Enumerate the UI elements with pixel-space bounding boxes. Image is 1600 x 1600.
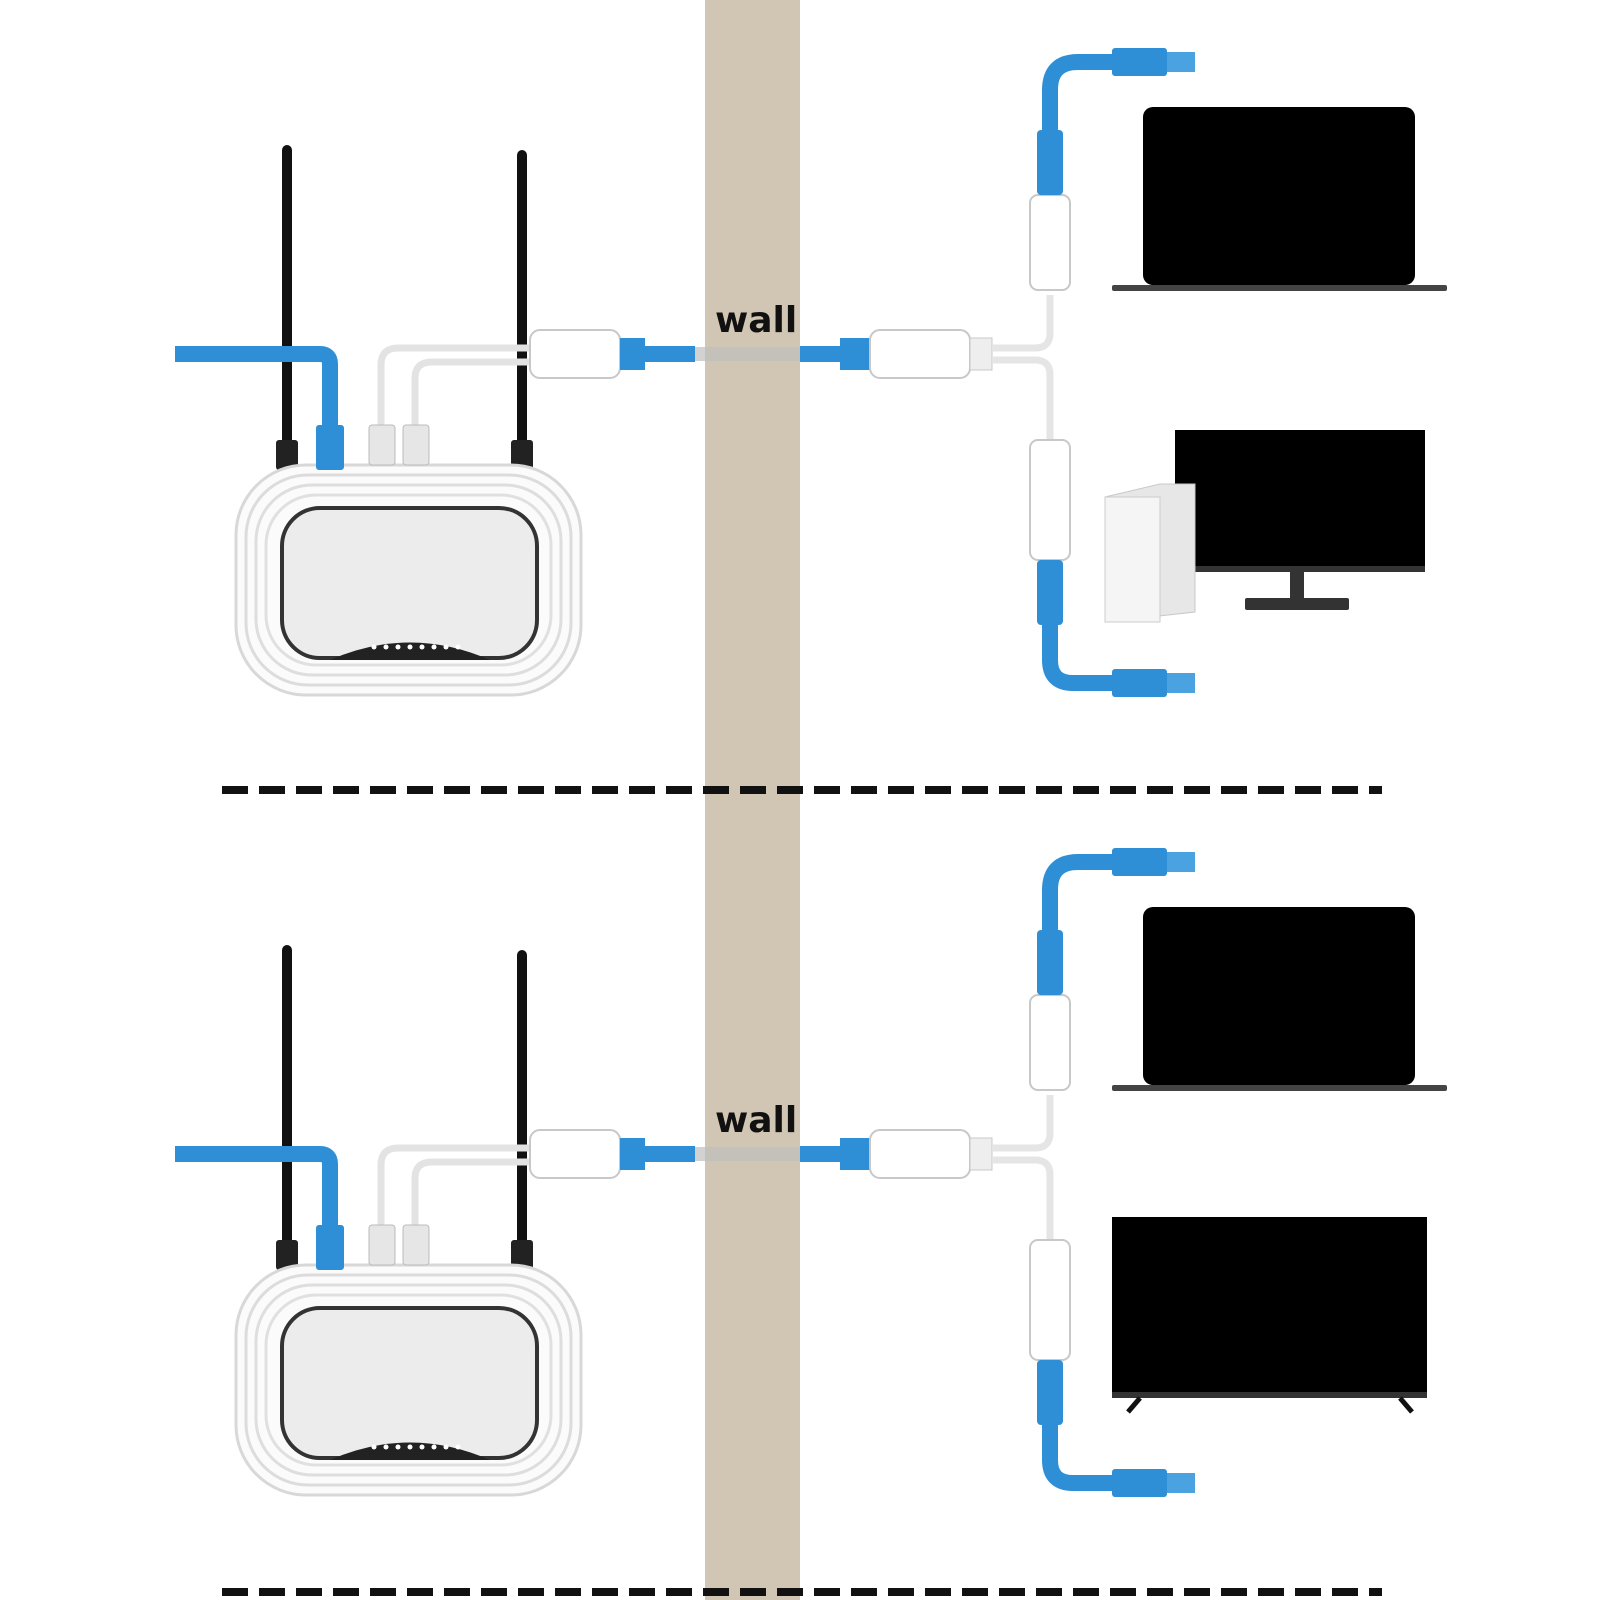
wall-label-top: wall: [715, 300, 797, 341]
router-setup-bottom: [175, 848, 1447, 1497]
wall-label-bottom: wall: [715, 1100, 797, 1141]
tv-icon: [1112, 1217, 1427, 1412]
panel-top: wall: [175, 48, 1447, 697]
panel-bottom: wall: [175, 848, 1447, 1497]
wall: [705, 0, 800, 1600]
desktop-pc-monitor-icon: [1104, 429, 1426, 623]
